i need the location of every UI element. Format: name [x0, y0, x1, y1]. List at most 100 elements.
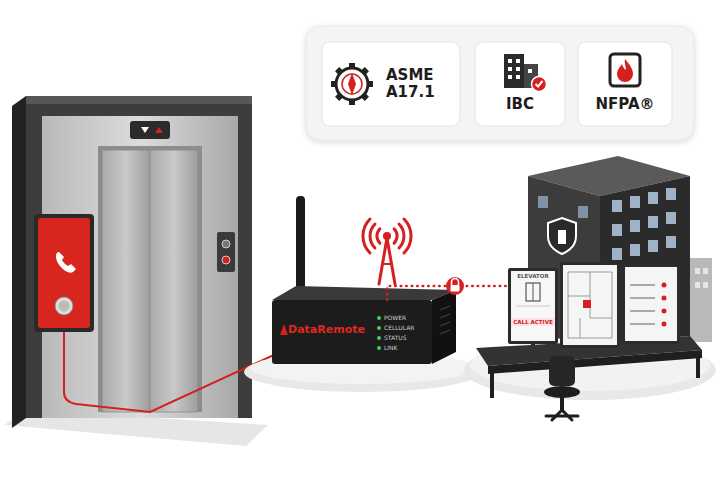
building — [612, 224, 622, 236]
building — [690, 258, 712, 342]
monitor-screens — [630, 310, 655, 312]
buildings-icon — [516, 59, 520, 63]
buildings-icon — [508, 67, 512, 71]
screen-heading: ELEVATOR — [517, 273, 548, 279]
monitor-screens — [662, 296, 667, 301]
elevator — [12, 96, 26, 428]
status-badge: CALL ACTIVE — [511, 318, 554, 326]
office-chair — [552, 410, 562, 420]
monitor-screens — [516, 306, 550, 307]
elevator — [222, 256, 230, 264]
device-body — [440, 306, 450, 310]
monitor-screens — [625, 267, 677, 341]
building — [538, 196, 548, 208]
standards-panel — [306, 26, 694, 140]
standards-panel — [578, 42, 672, 126]
monitor-screens — [526, 283, 540, 301]
elevator — [98, 146, 202, 412]
signal-tower — [363, 219, 370, 253]
monitor-screens — [508, 268, 558, 344]
flame-icon — [610, 54, 640, 86]
buildings-icon — [504, 54, 547, 92]
lock-icon — [452, 279, 459, 285]
elevator — [141, 127, 149, 133]
phone-panel — [55, 297, 73, 315]
led-label: POWER — [384, 314, 406, 322]
device-box: DataRemotePOWERCELLULARSTATUSLINK — [272, 300, 432, 364]
elevator — [150, 150, 198, 412]
phone-panel — [34, 214, 94, 332]
building — [666, 188, 676, 200]
monitor-screens — [622, 264, 680, 344]
building — [548, 218, 576, 254]
phone-panel — [59, 301, 70, 312]
building — [612, 200, 622, 212]
device-body — [377, 346, 381, 350]
badge-label: IBC — [506, 96, 534, 113]
elevator — [130, 121, 170, 139]
office-chair — [549, 356, 575, 386]
monitor-screens — [583, 300, 591, 308]
phone-panel — [34, 214, 94, 332]
building — [695, 268, 700, 274]
signal-tower — [379, 238, 387, 284]
lock-icon — [451, 285, 460, 292]
device-body — [272, 300, 432, 364]
signal-tower — [377, 229, 380, 243]
device-body — [296, 196, 305, 290]
standard-badge: NFPA® — [578, 42, 672, 126]
monitor-screens — [662, 322, 667, 327]
office-chair — [562, 410, 572, 420]
device-body — [432, 290, 456, 364]
building — [648, 240, 658, 252]
gear-icon — [331, 63, 373, 105]
badge-label: ASME A17.1 — [386, 67, 454, 102]
elevator — [155, 127, 163, 133]
buildings-icon — [536, 81, 543, 87]
badge-label: NFPA® — [595, 96, 654, 113]
building — [630, 220, 640, 232]
building — [578, 206, 588, 218]
buildings-icon — [516, 67, 520, 71]
signal-tower — [363, 219, 411, 284]
monitor-screens — [560, 262, 620, 348]
standards-panel — [306, 26, 694, 140]
monitor-screen: ELEVATOR CALL ACTIVE — [508, 268, 558, 344]
building — [666, 236, 676, 248]
standard-badge: IBC — [475, 42, 565, 126]
device-body — [440, 322, 450, 326]
monitor-screens — [630, 297, 655, 299]
standards-panel — [475, 42, 565, 126]
device-body — [377, 326, 381, 330]
building — [695, 282, 700, 288]
monitor-screens — [511, 271, 555, 341]
device-body — [272, 286, 456, 300]
monitoring-desk — [696, 356, 700, 378]
building — [703, 282, 708, 288]
signal-tower — [399, 224, 404, 248]
monitor-screens — [563, 265, 617, 345]
buildings-icon — [504, 54, 524, 88]
led-label: CELLULAR — [384, 324, 415, 332]
elevator — [222, 240, 230, 248]
monitor-screens — [508, 262, 680, 348]
building — [558, 230, 566, 244]
monitor-screens — [630, 323, 655, 325]
device-body — [377, 316, 381, 320]
building — [648, 216, 658, 228]
building — [630, 196, 640, 208]
flame-icon — [617, 59, 633, 82]
signal-tower — [387, 238, 395, 284]
monitoring-desk — [490, 372, 494, 398]
elevator — [4, 96, 268, 446]
device-body — [440, 330, 450, 334]
buildings-icon — [532, 77, 547, 92]
buildings-icon — [508, 59, 512, 63]
signal-tower — [404, 219, 411, 253]
building — [648, 192, 658, 204]
office-chair — [544, 356, 580, 420]
standard-badge: ASME A17.1 — [322, 42, 460, 126]
signal-tower — [370, 224, 375, 248]
